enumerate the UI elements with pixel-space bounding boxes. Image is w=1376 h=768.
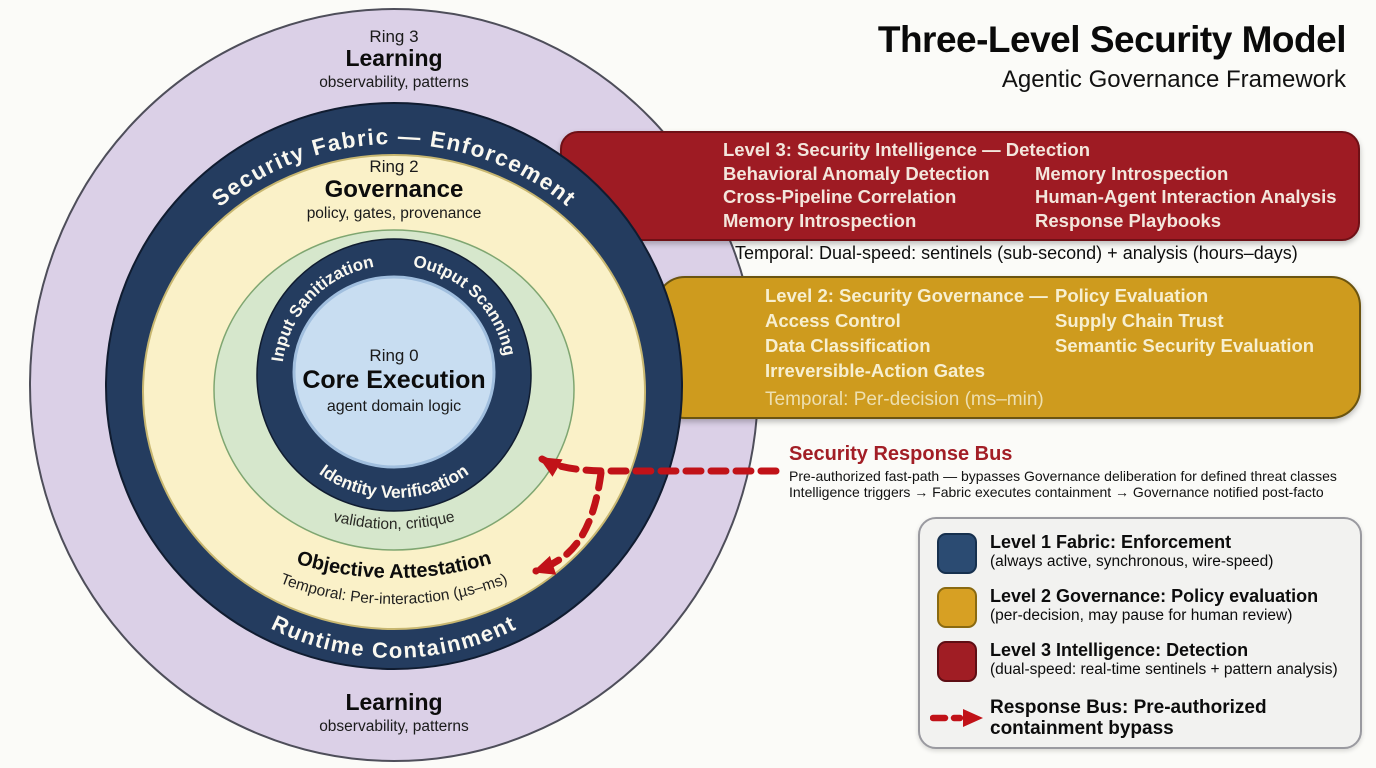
- ring0-title: Core Execution: [302, 366, 485, 394]
- legend-subtitle: (per-decision, may pause for human revie…: [990, 607, 1293, 624]
- response-bus-block: Security Response Bus Pre-authorized fas…: [789, 443, 1337, 500]
- ring3-label: Ring 3: [369, 27, 418, 46]
- ring3-bottom-subtitle: observability, patterns: [319, 718, 469, 735]
- level1-color-swatch: [937, 533, 977, 574]
- validation-green-ring: [213, 229, 575, 551]
- legend-subtitle: (always active, synchronous, wire-speed): [990, 553, 1274, 570]
- fabric-top-curved-label: Security Fabric — Enforcement: [207, 124, 581, 212]
- level3-item: Cross-Pipeline Correlation: [723, 186, 957, 207]
- level2-temporal-note: Temporal: Per-decision (ms–min): [765, 389, 1044, 410]
- level3-detection-box: Level 3: Security Intelligence — Detecti…: [560, 131, 1360, 241]
- level3-item: Memory Introspection: [723, 209, 917, 231]
- spacer-cell: [1055, 358, 1314, 383]
- ring2-title: Governance: [325, 176, 464, 203]
- legend-title: Level 2 Governance: Policy evaluation: [990, 586, 1319, 606]
- level2-header-right: Policy Evaluation: [1055, 285, 1209, 306]
- ring0-label: Ring 0: [369, 346, 418, 365]
- title-block: Three-Level Security Model Agentic Gover…: [877, 19, 1347, 93]
- level3-box-grid: Level 3: Security Intelligence — Detecti…: [723, 138, 1337, 232]
- response-bus-title: Security Response Bus: [789, 443, 1013, 465]
- objective-attestation-curved-label: Objective Attestation: [294, 547, 493, 583]
- page-title: Three-Level Security Model: [877, 19, 1347, 60]
- level3-item: Memory Introspection: [1035, 162, 1229, 184]
- validation-critique-curved-label: validation, critique: [332, 508, 457, 533]
- ring3-lavender-circle: [29, 8, 759, 762]
- level2-item: Data Classification: [765, 335, 931, 356]
- legend-title: Level 1 Fabric: Enforcement: [990, 532, 1232, 552]
- level2-item: Irreversible-Action Gates: [765, 360, 986, 381]
- level2-color-swatch: [937, 587, 977, 628]
- response-bus-arrow-to-fabric: [538, 455, 780, 477]
- level2-item: Supply Chain Trust: [1055, 310, 1224, 331]
- response-bus-line: Intelligence triggers → Fabric executes …: [789, 484, 1324, 500]
- legend-box: Level 1 Fabric: Enforcement (always acti…: [918, 517, 1362, 749]
- legend-title: Level 3 Intelligence: Detection: [990, 640, 1249, 660]
- response-bus-line: Pre-authorized fast-path — bypasses Gove…: [789, 468, 1337, 484]
- level2-header-left: Level 2: Security Governance —: [765, 285, 1048, 306]
- core-blue-circle: [292, 275, 496, 469]
- dashed-arrow-icon: [930, 709, 983, 727]
- level3-header: Level 3: Security Intelligence — Detecti…: [723, 139, 1091, 160]
- ring2-label: Ring 2: [369, 157, 418, 176]
- output-scanning-curved-label: Output Scanning: [412, 252, 520, 358]
- legend-title: Response Bus: Pre-authorized containment…: [990, 697, 1267, 739]
- ring3-subtitle: observability, patterns: [319, 74, 469, 91]
- ring3-bottom-title: Learning: [345, 689, 442, 715]
- fabric-bottom-curved-label: Runtime Containment: [268, 610, 520, 663]
- level3-item: Response Playbooks: [1035, 209, 1222, 231]
- level2-box-grid: Level 2: Security Governance — Policy Ev…: [765, 283, 1314, 412]
- inner-navy-ring: [256, 238, 532, 512]
- input-sanitization-curved-label: Input Sanitization: [268, 252, 375, 363]
- identity-verification-curved-label: Identity Verification: [316, 460, 472, 502]
- level2-item: Semantic Security Evaluation: [1055, 335, 1315, 356]
- level3-item: Behavioral Anomaly Detection: [723, 162, 990, 184]
- level3-temporal-note: Temporal: Dual-speed: sentinels (sub-sec…: [735, 243, 1298, 263]
- page-subtitle: Agentic Governance Framework: [1001, 66, 1346, 93]
- legend-subtitle: (dual-speed: real-time sentinels + patte…: [990, 661, 1338, 678]
- ring2-subtitle: policy, gates, provenance: [307, 205, 482, 222]
- attestation-temporal-curved-label: Temporal: Per-interaction (µs–ms): [278, 571, 510, 608]
- level2-governance-box: Level 2: Security Governance — Policy Ev…: [655, 276, 1361, 419]
- ring3-title: Learning: [345, 45, 442, 71]
- level3-color-swatch: [937, 641, 977, 682]
- response-bus-arrow-to-attestation: [532, 469, 605, 575]
- ring0-subtitle: agent domain logic: [327, 398, 461, 415]
- level3-item: Human-Agent Interaction Analysis: [1035, 186, 1337, 207]
- level2-item: Access Control: [765, 310, 901, 331]
